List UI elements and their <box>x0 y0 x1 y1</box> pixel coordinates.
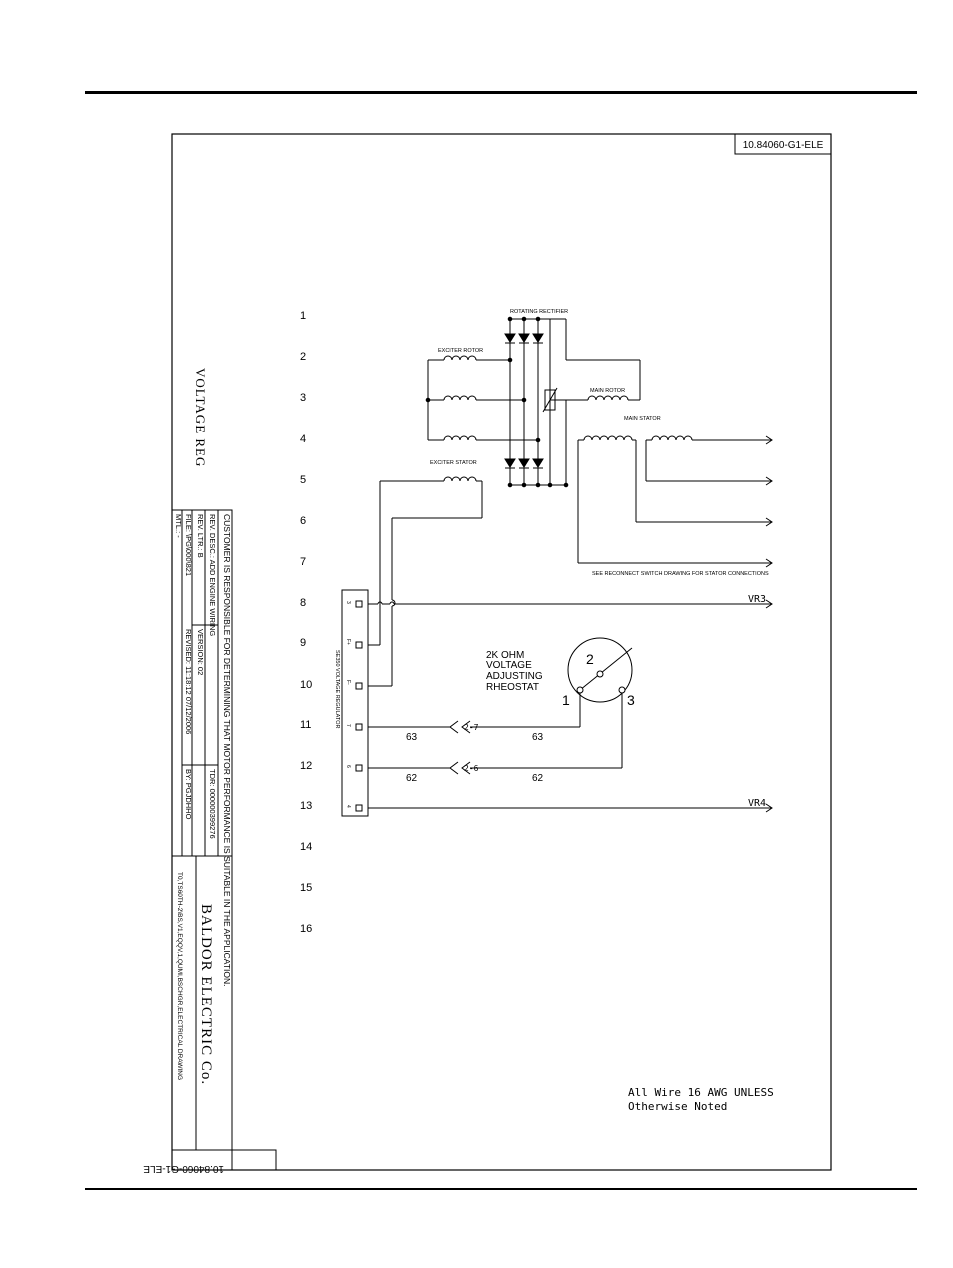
wire-note-line-2: Otherwise Noted <box>628 1100 727 1113</box>
row-number: 12 <box>300 760 312 772</box>
row-number: 5 <box>300 474 306 486</box>
row-number: 15 <box>300 882 312 894</box>
row-number: 3 <box>300 392 306 404</box>
reconnect-note: SEE RECONNECT SWITCH DRAWING FOR STATOR … <box>592 571 769 577</box>
row-number: 6 <box>300 515 306 527</box>
row-number: 1 <box>300 310 306 322</box>
rheostat-pin-1: 1 <box>562 692 570 708</box>
row-number: 2 <box>300 351 306 363</box>
row-number: 9 <box>300 637 306 649</box>
revised-date: REVISED: 11:18:12 07/12/2006 <box>184 629 193 734</box>
main-stator: MAIN STATOR SEE RECONNECT SWITCH DRAWING… <box>577 416 773 577</box>
vr-wires: VR3 VR4 <box>368 594 773 813</box>
header-rule <box>85 91 917 94</box>
wire-63-left: 63 <box>406 732 418 743</box>
exciter-stator-label: EXCITER STATOR <box>430 460 477 466</box>
rotating-rectifier-label: ROTATING RECTIFIER <box>510 309 568 315</box>
row-numbers: 1 2 3 4 5 6 7 8 9 10 11 12 13 14 15 16 <box>300 310 312 935</box>
rheostat-pin-3: 3 <box>627 692 635 708</box>
rheostat-label-1: 2K OHM <box>486 650 524 661</box>
material: MTL.: - <box>174 514 183 538</box>
tdr-number: TDR: 000000399276 <box>208 769 217 839</box>
rev-ltr: REV. LTR.: B <box>196 514 205 558</box>
row-number: 4 <box>300 433 306 445</box>
wire-note-line-1: All Wire 16 AWG UNLESS <box>628 1086 774 1099</box>
company-name: BALDOR ELECTRIC Co. <box>198 904 214 1085</box>
connector-2-7: 2-7 <box>464 723 479 732</box>
rheostat-wires: 2-7 63 63 2-6 62 62 <box>368 720 544 784</box>
footer-rule <box>85 1188 917 1190</box>
exciter-rotor: EXCITER ROTOR <box>425 348 538 441</box>
wire-62-right: 62 <box>532 773 544 784</box>
drawn-by: BY: PGJDHHO <box>184 769 193 820</box>
rheostat-label-4: RHEOSTAT <box>486 682 539 693</box>
row-number: 11 <box>300 719 311 731</box>
drawing-description: T0,TS60TH-2\BS,V1,EQQV,1,QUMI,BSCHGR,ELE… <box>176 872 183 1080</box>
drawing-title: VOLTAGE REG <box>193 368 208 467</box>
terminal-label: F- <box>345 680 351 685</box>
vr3-label: VR3 <box>748 594 766 605</box>
rheostat-pin-2: 2 <box>586 651 594 667</box>
title-block-number: 10.84060-G1-ELE <box>143 1163 224 1174</box>
rev-desc: REV. DESC.: ADD ENGINE WIRING <box>208 514 217 636</box>
drawing-number: 10.84060-G1-ELE <box>743 140 824 151</box>
rotating-rectifier: ROTATING RECTIFIER <box>504 309 568 488</box>
terminal-label: 4 <box>345 805 351 808</box>
disclaimer-text: CUSTOMER IS RESPONSIBLE FOR DETERMINING … <box>222 514 232 986</box>
row-number: 10 <box>300 679 312 691</box>
title-block: CUSTOMER IS RESPONSIBLE FOR DETERMINING … <box>143 509 277 1174</box>
version: VERSION: 02 <box>196 629 205 675</box>
wire-63-right: 63 <box>532 732 544 743</box>
row-number: 16 <box>300 923 312 935</box>
row-number: 14 <box>300 841 312 853</box>
terminal-label: 6 <box>345 765 351 768</box>
main-rotor-label: MAIN ROTOR <box>590 388 625 394</box>
exciter-stator: EXCITER STATOR <box>368 460 483 687</box>
main-stator-label: MAIN STATOR <box>624 416 661 422</box>
file-path: FILE: \PG\000\821 <box>184 514 193 576</box>
rheostat-label-3: ADJUSTING <box>486 671 543 682</box>
voltage-regulator: SE350 VOLTAGE REGULATOR 3 F+ F- 7 6 4 <box>334 589 369 817</box>
connector-2-6: 2-6 <box>464 764 479 773</box>
wire-62-left: 62 <box>406 773 418 784</box>
drawing-number-box <box>734 133 832 155</box>
terminal-label: F+ <box>345 639 351 645</box>
row-number: 8 <box>300 597 306 609</box>
vr4-label: VR4 <box>748 798 766 809</box>
terminal-label: 7 <box>345 724 351 727</box>
regulator-label: SE350 VOLTAGE REGULATOR <box>334 650 340 728</box>
terminal-label: 3 <box>345 601 351 604</box>
rheostat-label-2: VOLTAGE <box>486 660 532 671</box>
row-number: 13 <box>300 800 312 812</box>
main-rotor: MAIN ROTOR <box>547 359 641 488</box>
row-number: 7 <box>300 556 306 568</box>
exciter-rotor-label: EXCITER ROTOR <box>438 348 483 354</box>
rheostat: 2 1 3 2K OHM VOLTAGE ADJUSTING RHEOSTAT <box>470 637 635 769</box>
